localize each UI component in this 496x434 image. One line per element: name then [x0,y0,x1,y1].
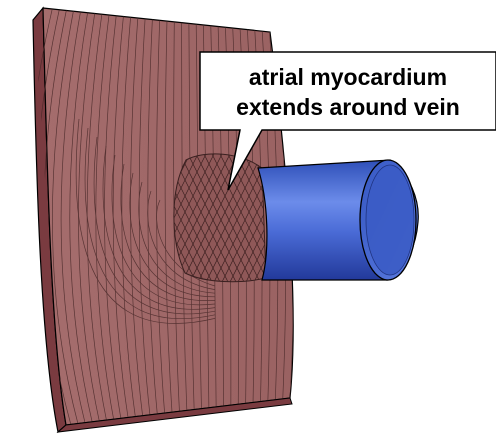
callout-line-2: extends around vein [236,94,460,120]
callout-line-1: atrial myocardium [249,64,447,90]
pulmonary-vein [258,160,418,280]
